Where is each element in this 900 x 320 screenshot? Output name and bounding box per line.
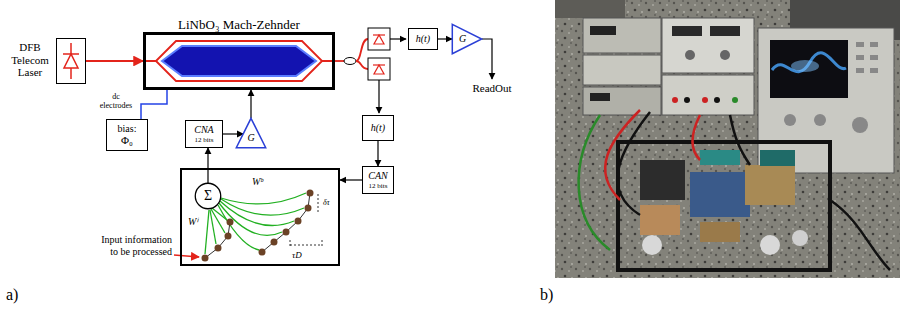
- node-text: bias:: [118, 123, 137, 135]
- node-text: G: [459, 33, 466, 45]
- node-text: 12 bits: [369, 182, 388, 190]
- input-label: Input information to be processed: [92, 234, 172, 257]
- laser-diode-symbol: [63, 43, 79, 79]
- input-arrow: [174, 255, 199, 257]
- node-text: δτ: [323, 198, 330, 207]
- node-text: Wⁱ: [188, 216, 198, 228]
- filter-box: h(t): [362, 115, 394, 141]
- node-text: h(t): [416, 33, 430, 45]
- panel-label: b): [540, 286, 553, 304]
- reservoir-box: WᵇWⁱ τD δτ Σ: [180, 168, 340, 266]
- node-text: DFB Telecom Laser: [8, 41, 52, 79]
- connector: [340, 179, 362, 180]
- filter-box: h(t): [408, 28, 438, 50]
- output-label: ReadOut: [468, 82, 516, 95]
- connector: [223, 133, 244, 134]
- connector: [141, 90, 167, 119]
- tri-right-outline: [452, 24, 482, 54]
- dac-box: CNA12 bits: [185, 120, 223, 148]
- connector: [250, 90, 251, 118]
- node-text: Φ₀: [121, 134, 133, 147]
- connector: [377, 141, 378, 166]
- laser-box: DFB Telecom Laser: [56, 38, 86, 84]
- connector: [438, 38, 452, 39]
- node-text: CNA: [194, 124, 213, 136]
- connector: [207, 148, 208, 183]
- panel-label: a): [6, 286, 18, 304]
- amplifier-triangle: G: [452, 24, 482, 54]
- node-text: τD: [292, 250, 302, 260]
- modulator-box: LiNbO₃ Mach-Zehnder: [143, 32, 335, 90]
- connector: [86, 60, 143, 62]
- node-text: Σ: [204, 188, 212, 204]
- sum-circle: Σ: [195, 183, 221, 209]
- photodiode-symbol: [368, 28, 390, 80]
- signal-wire: [379, 39, 492, 113]
- bias-box: bias:Φ₀: [106, 119, 148, 151]
- node-text: Wᵇ: [252, 176, 263, 188]
- amplifier-triangle: G: [236, 118, 266, 148]
- node-text: 12 bits: [195, 136, 214, 144]
- adc-box: CAN12 bits: [362, 166, 394, 194]
- waveguide-symbol: [146, 41, 332, 81]
- node-text: h(t): [371, 122, 385, 134]
- lab-photo: [555, 0, 900, 278]
- fiber-coupler: [335, 39, 368, 69]
- electrode-label: dc electrodes: [96, 92, 136, 110]
- node-text: G: [247, 132, 254, 144]
- node-text: LiNbO₃ Mach-Zehnder: [178, 18, 300, 33]
- node-text: CAN: [368, 170, 387, 182]
